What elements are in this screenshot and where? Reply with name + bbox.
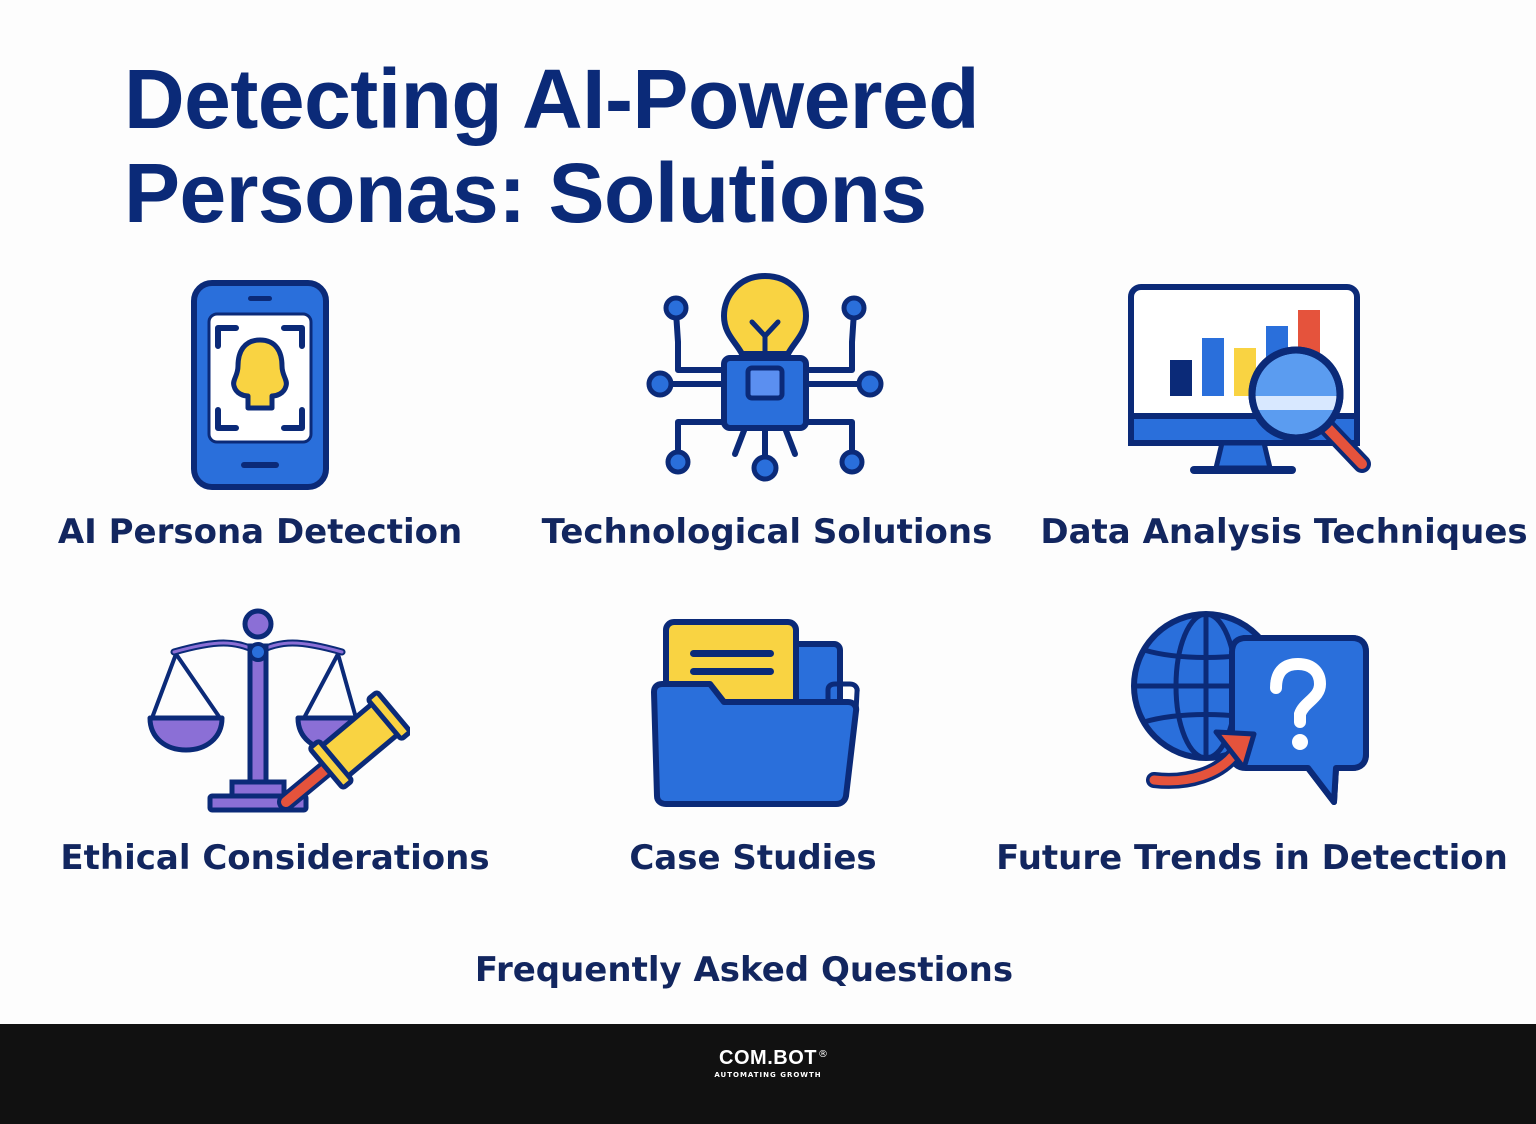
item-label-future-trends-in-detection: Future Trends in Detection <box>996 838 1508 878</box>
page-title: Detecting AI-Powered Personas: Solutions <box>124 52 1324 240</box>
brand-name: COM.BOT <box>719 1047 817 1069</box>
item-label-case-studies: Case Studies <box>629 838 877 878</box>
item-label-technological-solutions: Technological Solutions <box>541 512 993 552</box>
item-label-ai-persona-detection: AI Persona Detection <box>57 512 463 552</box>
footer-bar <box>0 1024 1536 1124</box>
brand-tagline: AUTOMATING GROWTH <box>714 1071 822 1079</box>
scales-gavel-icon <box>147 608 410 813</box>
smartphone-face-scan-icon <box>191 280 329 490</box>
brand-logo: COM.BOT AUTOMATING GROWTH <box>668 1046 868 1080</box>
monitor-chart-magnifier-icon <box>1128 284 1371 474</box>
globe-question-bubble-icon <box>1131 611 1369 805</box>
registered-mark: ® <box>818 1049 828 1060</box>
item-label-ethical-considerations: Ethical Considerations <box>60 838 490 878</box>
item-label-data-analysis-techniques: Data Analysis Techniques <box>1040 512 1528 552</box>
title-line-2: Personas: Solutions <box>124 146 927 240</box>
faq-label: Frequently Asked Questions <box>474 950 1014 990</box>
folder-document-icon <box>651 619 860 807</box>
lightbulb-circuit-icon <box>646 273 884 482</box>
title-line-1: Detecting AI-Powered <box>124 52 980 146</box>
